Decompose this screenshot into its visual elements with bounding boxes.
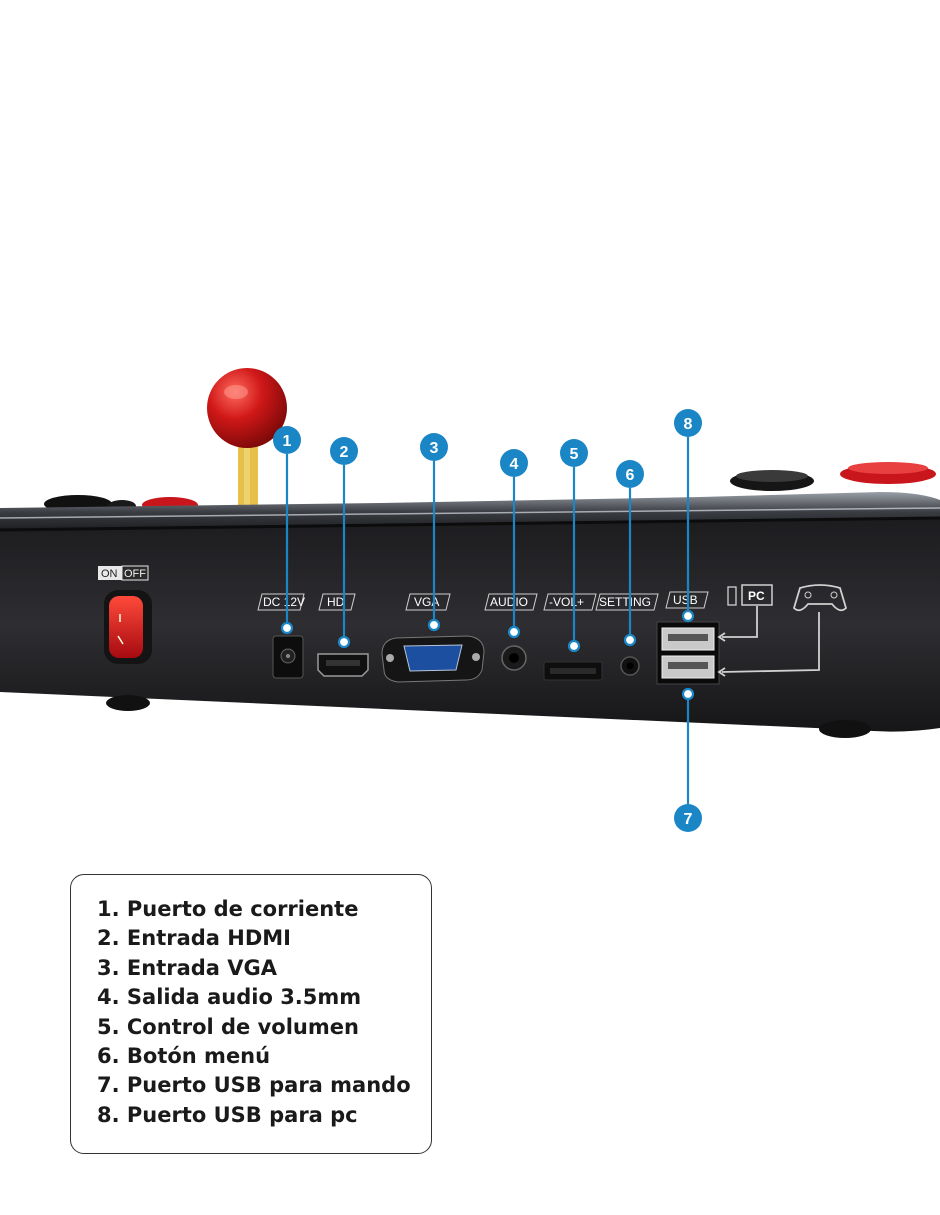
volume-wheel[interactable] xyxy=(543,661,603,681)
pc-tag: PC xyxy=(748,589,765,603)
marker-5: 5 xyxy=(560,439,588,467)
callout-lines xyxy=(280,437,695,804)
label-usb: USB xyxy=(673,593,698,607)
foot-left xyxy=(106,695,150,711)
svg-text:4: 4 xyxy=(510,456,519,473)
marker-6: 6 xyxy=(616,460,644,488)
legend-item-2: 2. Entrada HDMI xyxy=(97,926,291,951)
svg-text:8: 8 xyxy=(684,416,693,433)
legend-item-5: 5. Control de volumen xyxy=(97,1014,359,1039)
marker-2: 2 xyxy=(330,437,358,465)
label-setting: SETTING xyxy=(599,595,651,609)
legend-item-8: 8. Puerto USB para pc xyxy=(97,1102,358,1127)
label-hdmi: HD xyxy=(327,595,345,609)
marker-1: 1 xyxy=(273,426,301,454)
gamepad-icon xyxy=(717,584,848,677)
svg-text:2: 2 xyxy=(340,444,349,461)
legend-item-1: 1. Puerto de corriente xyxy=(97,897,359,921)
svg-text:3: 3 xyxy=(430,440,439,457)
marker-4: 4 xyxy=(500,449,528,477)
legend-item-6: 6. Botón menú xyxy=(97,1044,271,1069)
audio-jack xyxy=(501,645,527,671)
power-switch[interactable]: ON OFF xyxy=(98,565,152,664)
setting-button[interactable] xyxy=(620,656,640,676)
marker-8: 8 xyxy=(674,409,702,437)
legend-item-4: 4. Salida audio 3.5mm xyxy=(97,985,362,1010)
label-dc: DC 12V xyxy=(263,595,305,609)
svg-text:1: 1 xyxy=(283,433,292,450)
dc-power-port xyxy=(272,635,304,679)
svg-text:6: 6 xyxy=(626,467,635,484)
foot-right xyxy=(819,720,871,738)
monitor-icon: PC xyxy=(717,584,773,642)
legend-item-3: 3. Entrada VGA xyxy=(97,955,278,980)
legend-list: 1. Puerto de corriente 2. Entrada HDMI 3… xyxy=(97,895,431,1130)
switch-off-label: OFF xyxy=(124,568,146,580)
vga-port xyxy=(381,635,485,683)
joystick xyxy=(207,368,287,512)
label-vol: -VOL+ xyxy=(549,595,584,609)
legend-item-7: 7. Puerto USB para mando xyxy=(97,1073,411,1098)
arcade-console-back-panel: ON OFF DC 12V HD VGA AUDIO -VOL+ SETTING… xyxy=(0,368,940,832)
label-audio: AUDIO xyxy=(490,595,528,609)
callout-markers: 1 2 3 4 5 6 7 8 xyxy=(273,409,702,832)
svg-text:7: 7 xyxy=(684,811,693,828)
svg-text:5: 5 xyxy=(570,446,579,463)
marker-3: 3 xyxy=(420,433,448,461)
usb-ports xyxy=(656,621,720,685)
label-vga: VGA xyxy=(414,595,439,609)
hdmi-port xyxy=(317,653,369,677)
port-legend: 1. Puerto de corriente 2. Entrada HDMI 3… xyxy=(70,874,432,1154)
switch-on-label: ON xyxy=(101,568,118,580)
marker-7: 7 xyxy=(674,804,702,832)
